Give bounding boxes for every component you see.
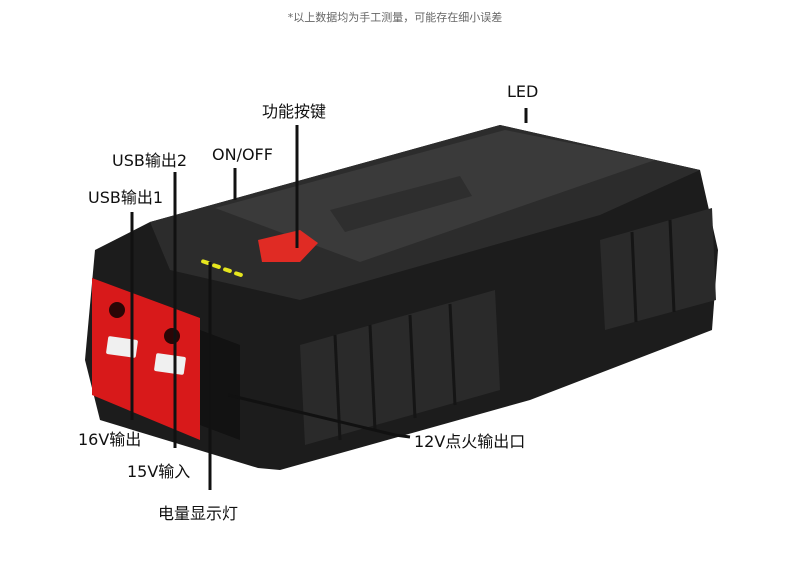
disclaimer-note: *以上数据均为手工测量，可能存在细小误差 bbox=[287, 11, 503, 24]
battery-indicator-leds bbox=[201, 259, 243, 277]
function-button bbox=[258, 230, 318, 262]
label-12v-ignition: 12V点火输出口 bbox=[414, 432, 526, 451]
callout-lines bbox=[130, 108, 528, 490]
label-battery-indicator: 电量显示灯 bbox=[158, 504, 239, 523]
label-16v-out: 16V输出 bbox=[78, 430, 142, 449]
usb-port-1 bbox=[106, 336, 138, 358]
front-panel bbox=[92, 278, 200, 440]
pad-plate bbox=[330, 176, 472, 232]
label-15v-in: 15V输入 bbox=[127, 462, 191, 481]
label-usb-out-1: USB输出1 bbox=[88, 188, 164, 207]
side-grip-rear bbox=[600, 208, 716, 330]
port-15v bbox=[164, 328, 180, 344]
ignition-cover bbox=[200, 330, 240, 440]
label-on-off: ON/OFF bbox=[212, 145, 273, 164]
usb-port-2 bbox=[154, 353, 186, 375]
label-usb-out-2: USB输出2 bbox=[112, 151, 188, 170]
label-led: LED bbox=[507, 82, 539, 101]
label-function-button: 功能按键 bbox=[262, 102, 327, 121]
port-16v bbox=[109, 302, 125, 318]
